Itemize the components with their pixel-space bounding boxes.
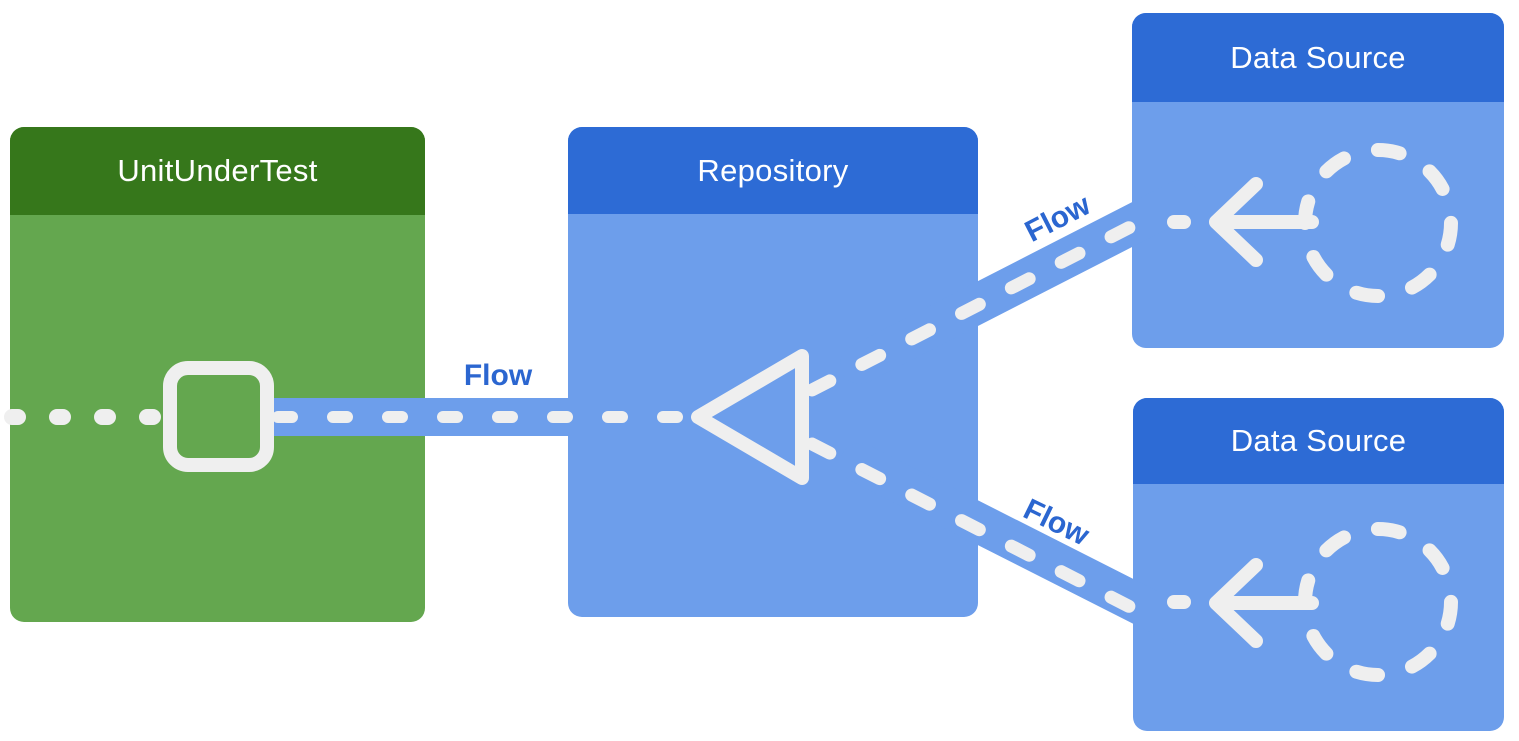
node-title: Data Source — [1230, 423, 1407, 458]
node-header: Data Source — [1133, 398, 1504, 484]
node-repository: Repository — [568, 127, 978, 617]
node-header: Repository — [568, 127, 978, 214]
flow-label-main: Flow — [463, 359, 533, 392]
node-title: UnitUnderTest — [117, 153, 318, 188]
node-data-source-top: Data Source — [1132, 13, 1504, 348]
flow-label-bottom: Flow — [1018, 492, 1095, 553]
node-header: Data Source — [1132, 13, 1504, 102]
node-data-source-bottom: Data Source — [1133, 398, 1504, 731]
node-title: Data Source — [1230, 39, 1406, 75]
node-title: Repository — [697, 152, 849, 188]
flow-label-top: Flow — [1019, 188, 1096, 249]
node-unit-under-test: UnitUnderTest — [10, 127, 425, 622]
node-header: UnitUnderTest — [10, 127, 425, 215]
